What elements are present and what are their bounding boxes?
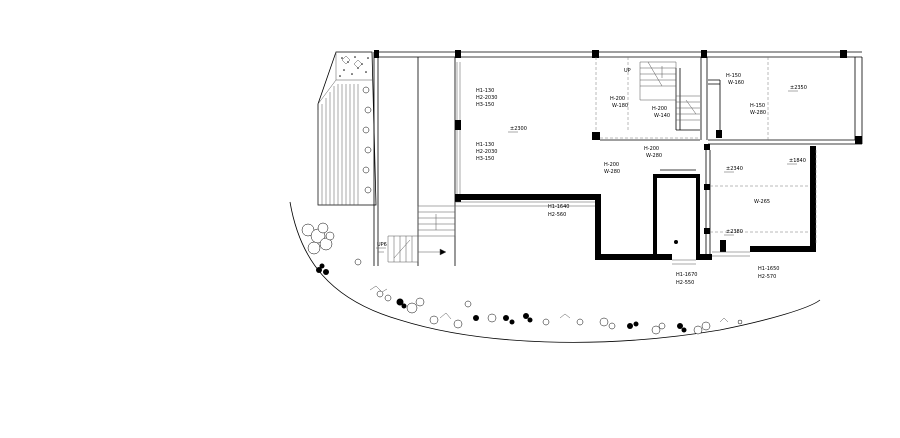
label-w160: W-160	[728, 80, 744, 86]
label-elev-2350: ±2350	[790, 85, 807, 91]
label-elev-1840: ±1840	[789, 158, 806, 164]
label-elev-2300: ±2300	[510, 126, 527, 132]
landscape-boundary-arc	[289, 201, 821, 343]
label-elev-2340: ±2340	[726, 166, 743, 172]
label-up: UP	[624, 68, 631, 74]
label-h2-550: H2-550	[676, 280, 694, 286]
label-h2-560: H2-560	[548, 212, 566, 218]
label-w280-c: W-280	[604, 169, 620, 175]
label-h200-b: H-200	[652, 106, 667, 112]
walls	[373, 50, 863, 266]
label-h1-1670: H1-1670	[676, 272, 697, 278]
label-w265: W-265	[754, 199, 770, 205]
label-h1-130-a: H1-130	[476, 88, 494, 94]
label-elev-2380: ±2380	[726, 229, 743, 235]
label-h2-570: H2-570	[758, 274, 776, 280]
garden-deck	[317, 51, 377, 206]
label-h2-2030-b: H2-2030	[476, 149, 497, 155]
label-w140: W-140	[654, 113, 670, 119]
label-w180: W-180	[612, 103, 628, 109]
label-h3-150-b: H3-150	[476, 156, 494, 162]
label-h1-1650: H1-1650	[758, 266, 779, 272]
label-h200-d: H-200	[604, 162, 619, 168]
label-h150-a: H-150	[726, 73, 741, 79]
label-up6: UP6	[377, 242, 387, 248]
stair-entrance	[387, 205, 456, 263]
label-h2-2030-a: H2-2030	[476, 95, 497, 101]
label-h3-150-a: H3-150	[476, 102, 494, 108]
stair-interior	[639, 61, 700, 121]
label-h150-b: H-150	[750, 103, 765, 109]
label-h1-1640: H1-1640	[548, 204, 569, 210]
label-h200-c: H-200	[644, 146, 659, 152]
floor-drain-icon	[674, 240, 678, 244]
landscape-plants	[301, 222, 743, 335]
label-w280-b: W-280	[646, 153, 662, 159]
label-h1-130-b: H1-130	[476, 142, 494, 148]
label-w280-a: W-280	[750, 110, 766, 116]
annotations: H1-130 H2-2030 H3-150 H1-130 H2-2030 H3-…	[376, 68, 807, 286]
label-h200-a: H-200	[610, 96, 625, 102]
